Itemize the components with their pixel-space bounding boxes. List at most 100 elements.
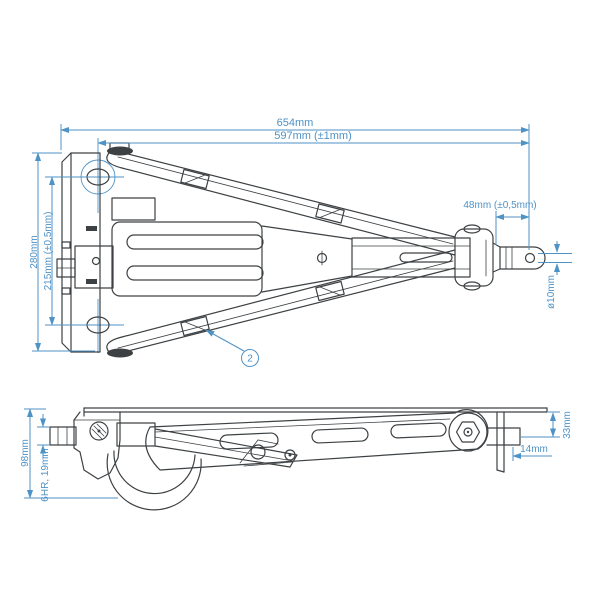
cutout-window — [180, 315, 210, 337]
upper-arm-inner-edge — [121, 167, 456, 256]
housing-rib — [126, 234, 264, 250]
dim-overall-height: 98mm — [20, 408, 118, 499]
pivot-outer-ring — [448, 412, 488, 452]
pivot-center-hole — [463, 427, 473, 437]
side-right-bracket — [486, 411, 521, 473]
arm-slot — [390, 422, 447, 439]
cutout-window — [180, 168, 210, 190]
housing-rib — [126, 265, 264, 281]
pin-center — [288, 453, 292, 457]
drive-block-hole — [91, 256, 101, 266]
dim-label-33: 33mm — [562, 411, 573, 439]
dim-label-280: 280mm — [29, 235, 40, 268]
housing-nose-bottom — [261, 275, 353, 293]
dim-end-section: 48mm (±0,5mm) — [463, 200, 537, 245]
dim-label-hex: 6HR, 19mm — [40, 448, 51, 501]
leg-tube-base — [116, 422, 156, 447]
dim-label-215: 215mm (±0,5mm) — [43, 212, 54, 291]
mid-bracket-line — [239, 439, 279, 464]
callout-2: 2 — [205, 329, 259, 367]
upper-arm-end-cap — [106, 149, 123, 169]
lower-arm-outer-edge — [111, 267, 456, 356]
cutout-line — [184, 321, 206, 331]
weld-mark — [86, 226, 97, 231]
bolt-knurl — [96, 423, 107, 434]
pivot-bolt — [89, 421, 109, 441]
hex-shaft — [49, 426, 77, 446]
clamp-body — [454, 228, 494, 287]
slot — [311, 427, 369, 444]
cutout-window — [315, 280, 345, 302]
lower-arm-inner-edge — [121, 249, 456, 338]
lower-arm-ridge — [117, 260, 454, 349]
mid-joint-hole — [250, 444, 266, 460]
dim-stub-length: 14mm — [512, 444, 552, 461]
outer-tube-body — [351, 237, 471, 278]
leg-tube-midline — [154, 436, 294, 462]
side-plate — [83, 407, 548, 417]
upper-arm — [106, 149, 456, 256]
mid-joint-pin — [284, 449, 296, 461]
tube-slot — [399, 252, 453, 263]
side-foot — [106, 450, 202, 511]
pin-hole — [524, 252, 536, 264]
side-view: 98mm 6HR, 19mm 33mm 14mm — [20, 407, 573, 511]
dim-hole-diameter: ø10mm — [538, 241, 572, 309]
clamp-cone — [492, 242, 501, 273]
gear-housing — [56, 221, 353, 297]
dim-label-98: 98mm — [20, 439, 31, 467]
slot — [390, 422, 447, 439]
callout-balloon — [241, 349, 259, 367]
clamp-lug — [463, 224, 481, 234]
bolt-center — [97, 429, 101, 433]
lower-arm-cutout — [180, 315, 210, 337]
clamp-lug — [463, 281, 481, 291]
plate-notch — [61, 241, 71, 249]
callout-leader — [205, 329, 245, 352]
side-crank-shaft — [49, 426, 77, 446]
arm-top-ridge — [154, 418, 451, 433]
lower-arm-end-cap — [106, 336, 123, 356]
bolt-knurl — [91, 428, 103, 440]
mid-bracket-line — [243, 461, 293, 467]
pivot-center-dot — [466, 430, 470, 434]
side-bell-housing — [73, 411, 121, 480]
lower-arm — [106, 249, 456, 356]
bell-housing-outline — [73, 411, 121, 480]
outer-tube — [351, 237, 471, 278]
plate-notch — [61, 287, 71, 295]
inner-tube — [499, 246, 546, 270]
cutout-window — [315, 203, 345, 224]
axle-stub — [503, 427, 521, 446]
slot — [219, 432, 279, 450]
top-view: 654mm 597mm (±1mm) 280mm 215mm (±0,5mm) … — [29, 117, 572, 367]
pivot-hex-nut — [455, 421, 481, 443]
dim-label-597: 597mm (±1mm) — [274, 130, 352, 142]
lower-arm-cutout — [315, 280, 345, 302]
inner-tube-body — [499, 246, 546, 270]
cutout-line — [319, 286, 341, 296]
dim-body-length: 597mm (±1mm) — [97, 130, 530, 147]
dim-label-14: 14mm — [520, 444, 548, 455]
foot-outer-arc — [106, 453, 202, 511]
main-arm-outline — [145, 409, 489, 471]
upper-arm-outer-edge — [111, 149, 456, 238]
foot-inner-arc — [113, 450, 196, 495]
plate-detail-rect — [111, 197, 156, 221]
cutout-line — [184, 174, 206, 184]
dim-plate-to-axle: 33mm — [521, 411, 573, 439]
upper-arm-ridge — [117, 156, 454, 245]
end-clamp — [454, 224, 501, 291]
dim-hole-spacing: 215mm (±0,5mm) — [43, 176, 88, 326]
upper-arm-cutout — [180, 168, 210, 190]
side-main-arm — [145, 409, 489, 471]
cutout-line — [319, 209, 341, 218]
arm-slot — [311, 427, 369, 444]
arm-slot — [219, 432, 279, 450]
callout-label: 2 — [247, 354, 253, 365]
bracket-bottom — [496, 469, 505, 473]
dim-label-dia10: ø10mm — [546, 275, 557, 309]
weld-mark — [86, 279, 97, 284]
